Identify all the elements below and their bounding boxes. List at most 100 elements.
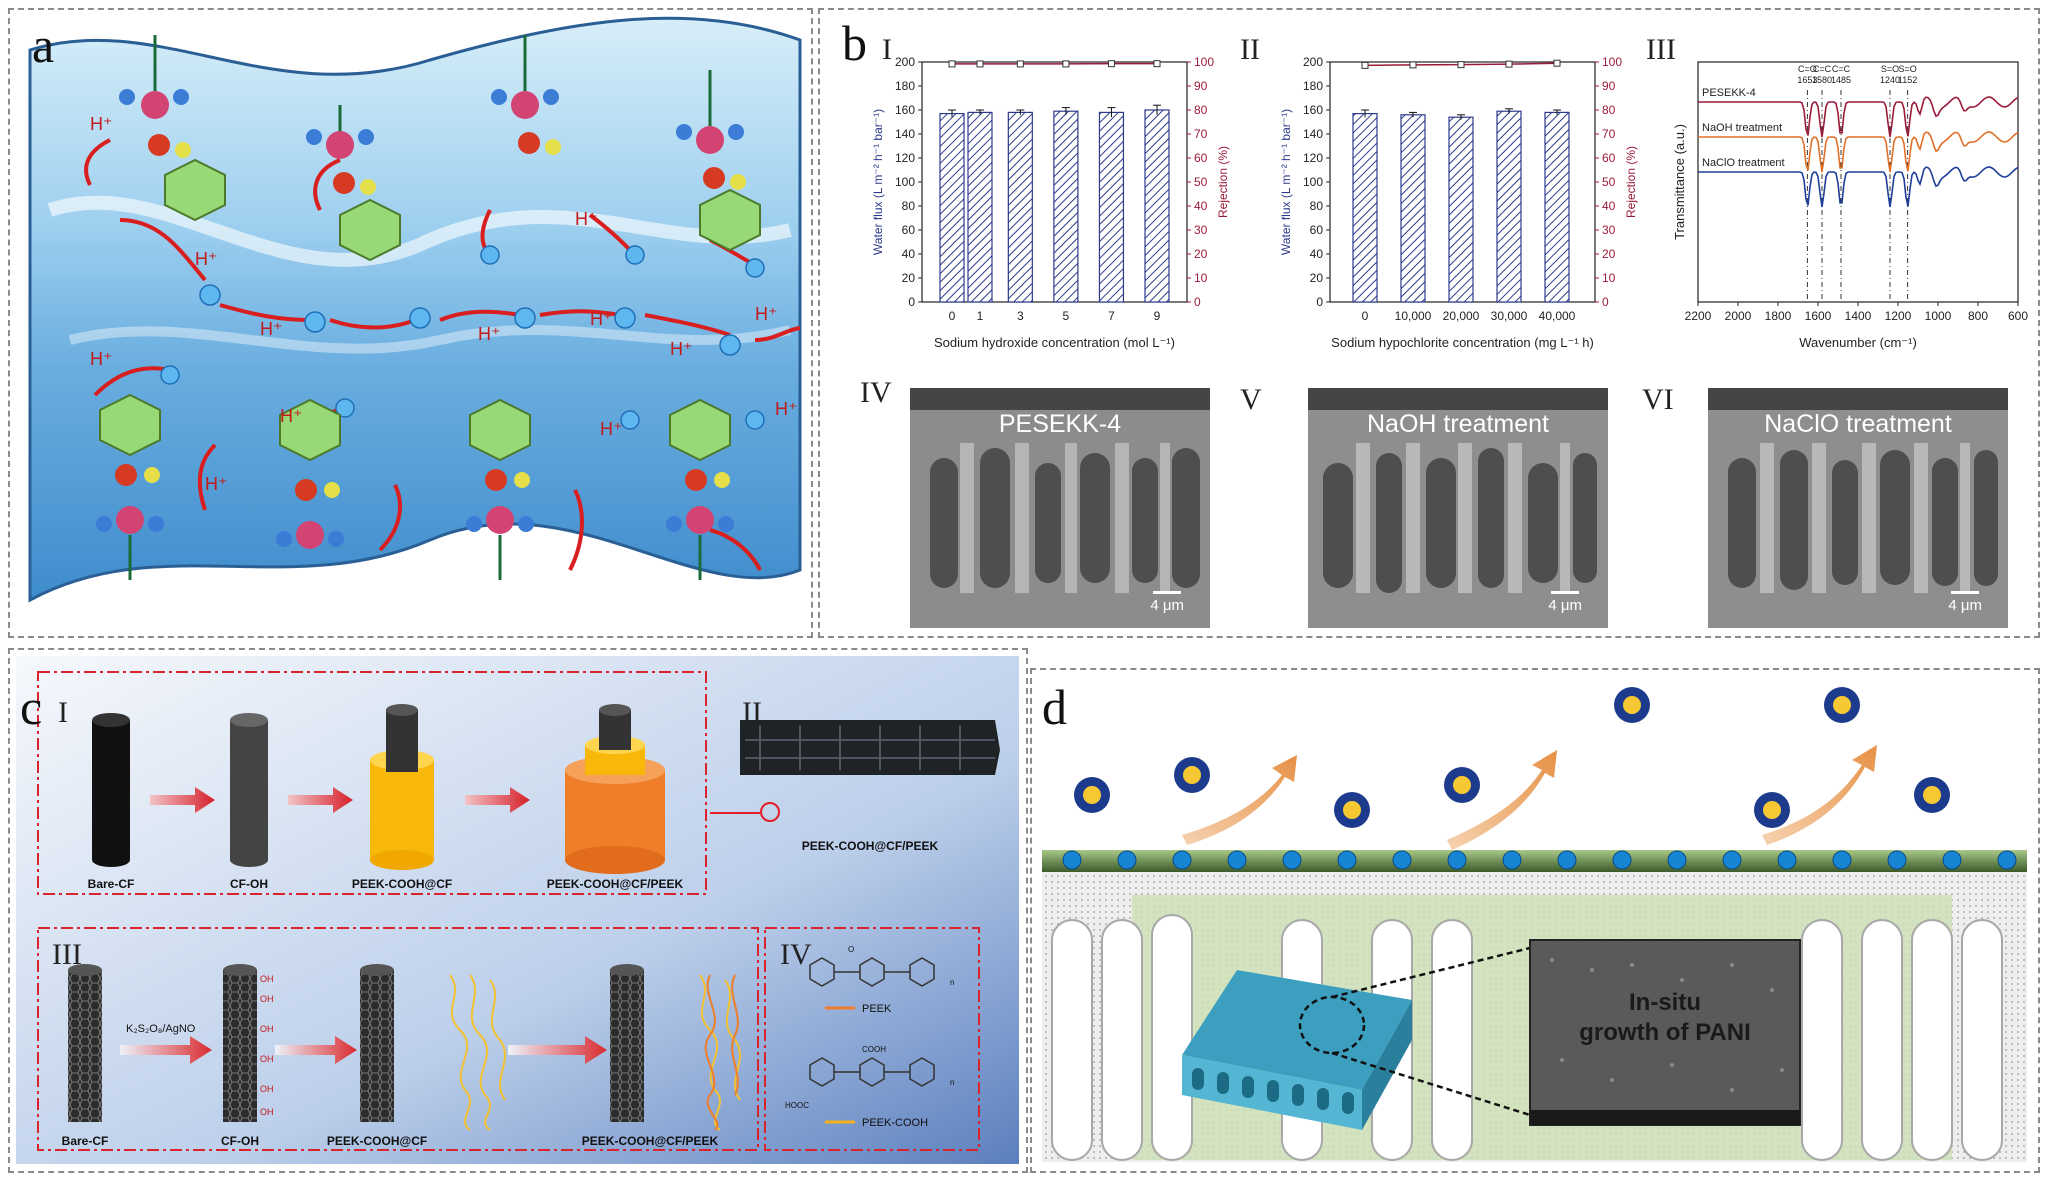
x-tick-label: 1600 — [1805, 309, 1832, 323]
y2-tick-label: 30 — [1602, 223, 1616, 237]
x-axis-label: Sodium hypochlorite concentration (mg L⁻… — [1331, 335, 1594, 350]
svg-text:H⁺: H⁺ — [90, 114, 113, 134]
y-tick-label: 20 — [902, 271, 916, 285]
svg-text:H⁺: H⁺ — [195, 249, 218, 269]
panel-d: In-situ growth of PANI d — [1030, 668, 2040, 1173]
lower-monomers — [96, 393, 734, 580]
y-tick-label: 100 — [895, 175, 915, 189]
rejection-point — [1409, 61, 1417, 69]
x-axis-label: Sodium hydroxide concentration (mol L⁻¹) — [934, 335, 1175, 350]
svg-text:OH: OH — [260, 1054, 274, 1064]
sem-image-naoh: NaOH treatment 4 μm — [1308, 388, 1608, 628]
y-tick-label: 20 — [1310, 271, 1324, 285]
y2-tick-label: 30 — [1194, 223, 1208, 237]
x-tick-label: 7 — [1108, 309, 1115, 323]
scale-bar: 4 μm — [1948, 591, 1982, 614]
svg-text:CF-OH: CF-OH — [221, 1134, 259, 1148]
y-axis-label: Water flux (L m⁻² h⁻¹ bar⁻¹) — [1279, 109, 1293, 255]
svg-text:PEEK-COOH@CF: PEEK-COOH@CF — [327, 1134, 427, 1148]
bar — [1007, 111, 1033, 303]
x-tick-label: 30,000 — [1491, 309, 1528, 323]
y2-tick-label: 90 — [1194, 79, 1208, 93]
bar — [1352, 112, 1378, 303]
y2-tick-label: 100 — [1194, 55, 1214, 69]
sem-title-pesekk: PESEKK-4 — [998, 410, 1122, 438]
y-tick-label: 0 — [1316, 295, 1323, 309]
y2-tick-label: 40 — [1194, 199, 1208, 213]
y-tick-label: 140 — [895, 127, 915, 141]
y2-tick-label: 40 — [1602, 199, 1616, 213]
x-tick-label: 1200 — [1885, 309, 1912, 323]
subpanel-I: I — [882, 33, 892, 66]
y-tick-label: 120 — [895, 151, 915, 165]
y-tick-label: 180 — [1303, 79, 1323, 93]
x-tick-label: 10,000 — [1395, 309, 1432, 323]
sem-image-pesekk: PESEKK-4 4 μm — [910, 388, 1210, 628]
membrane-block — [1182, 946, 1531, 1130]
svg-text:Bare-CF: Bare-CF — [62, 1134, 109, 1148]
peak-value: 1240 — [1880, 75, 1900, 85]
panel-b-label: b — [842, 15, 867, 71]
svg-text:HOOC: HOOC — [785, 1101, 809, 1110]
svg-text:OH: OH — [260, 994, 274, 1004]
subpanel-c-II: II — [742, 696, 762, 729]
svg-text:PEEK-COOH@CF/PEEK: PEEK-COOH@CF/PEEK — [582, 1134, 719, 1148]
bar — [1544, 111, 1570, 303]
rejection-point — [1553, 59, 1561, 67]
y2-axis-label: Rejection (%) — [1216, 146, 1230, 218]
y2-tick-label: 60 — [1194, 151, 1208, 165]
y-tick-label: 100 — [1303, 175, 1323, 189]
upper-monomers — [119, 35, 761, 262]
x-tick-label: 1000 — [1925, 309, 1952, 323]
series-label: NaClO treatment — [1702, 157, 1785, 169]
bar — [967, 111, 993, 303]
svg-text:OH: OH — [260, 974, 274, 984]
scale-bar: 4 μm — [1150, 591, 1184, 614]
x-tick-label: 1800 — [1765, 309, 1792, 323]
foulant-particles — [1074, 687, 1950, 828]
sem-image-naclo: NaClO treatment 4 μm — [1708, 388, 2008, 628]
y2-tick-label: 70 — [1194, 127, 1208, 141]
svg-text:H⁺: H⁺ — [90, 349, 113, 369]
x-tick-label: 2000 — [1725, 309, 1752, 323]
peak-label: S=O — [1881, 64, 1899, 74]
x-tick-label: 1400 — [1845, 309, 1872, 323]
svg-text:COOH: COOH — [862, 1045, 886, 1054]
label-peek-cooh-cf-peek: PEEK-COOH@CF/PEEK — [547, 877, 684, 891]
proton-labels: H⁺ H⁺ H⁺ H⁺ H⁺ H⁺ H⁺ H⁺ H⁺ H⁺ H⁺ H⁺ H⁺ — [90, 114, 798, 494]
bar — [939, 112, 965, 303]
subpanel-IV: IV — [860, 376, 892, 409]
peak-label: C=C — [1832, 64, 1851, 74]
y2-tick-label: 50 — [1194, 175, 1208, 189]
legend-peek-cooh: PEEK-COOH — [862, 1117, 928, 1129]
peak-value: 1580 — [1812, 75, 1832, 85]
rejection-point — [1153, 60, 1161, 68]
subpanel-VI: VI — [1642, 383, 1674, 416]
y2-tick-label: 0 — [1194, 295, 1201, 309]
svg-text:H⁺: H⁺ — [775, 399, 798, 419]
y2-tick-label: 70 — [1602, 127, 1616, 141]
panel-a-illustration: H⁺ H⁺ H⁺ H⁺ H⁺ H⁺ H⁺ H⁺ H⁺ H⁺ H⁺ H⁺ H⁺ — [28, 16, 802, 603]
x-tick-label: 600 — [2008, 309, 2028, 323]
rejection-point — [1457, 61, 1465, 69]
subpanel-c-III: III — [52, 938, 82, 971]
rejection-point — [1016, 60, 1024, 68]
series-label: PESEKK-4 — [1702, 87, 1756, 99]
subpanel-V: V — [1240, 383, 1262, 416]
bar — [1098, 111, 1125, 303]
inset-text-1: In-situ — [1629, 989, 1701, 1016]
y-tick-label: 200 — [895, 55, 915, 69]
svg-text:H⁺: H⁺ — [600, 419, 623, 439]
x-tick-label: 40,000 — [1539, 309, 1576, 323]
bare-cf-cylinder — [92, 713, 130, 867]
y2-axis-label: Rejection (%) — [1624, 146, 1638, 218]
y-tick-label: 80 — [902, 199, 916, 213]
woven-composite-image — [710, 720, 1000, 822]
panel-d-illustration: In-situ growth of PANI — [1042, 687, 2027, 1162]
series-label: NaOH treatment — [1702, 122, 1782, 134]
y-tick-label: 160 — [895, 103, 915, 117]
label-composite: PEEK-COOH@CF/PEEK — [802, 839, 939, 853]
